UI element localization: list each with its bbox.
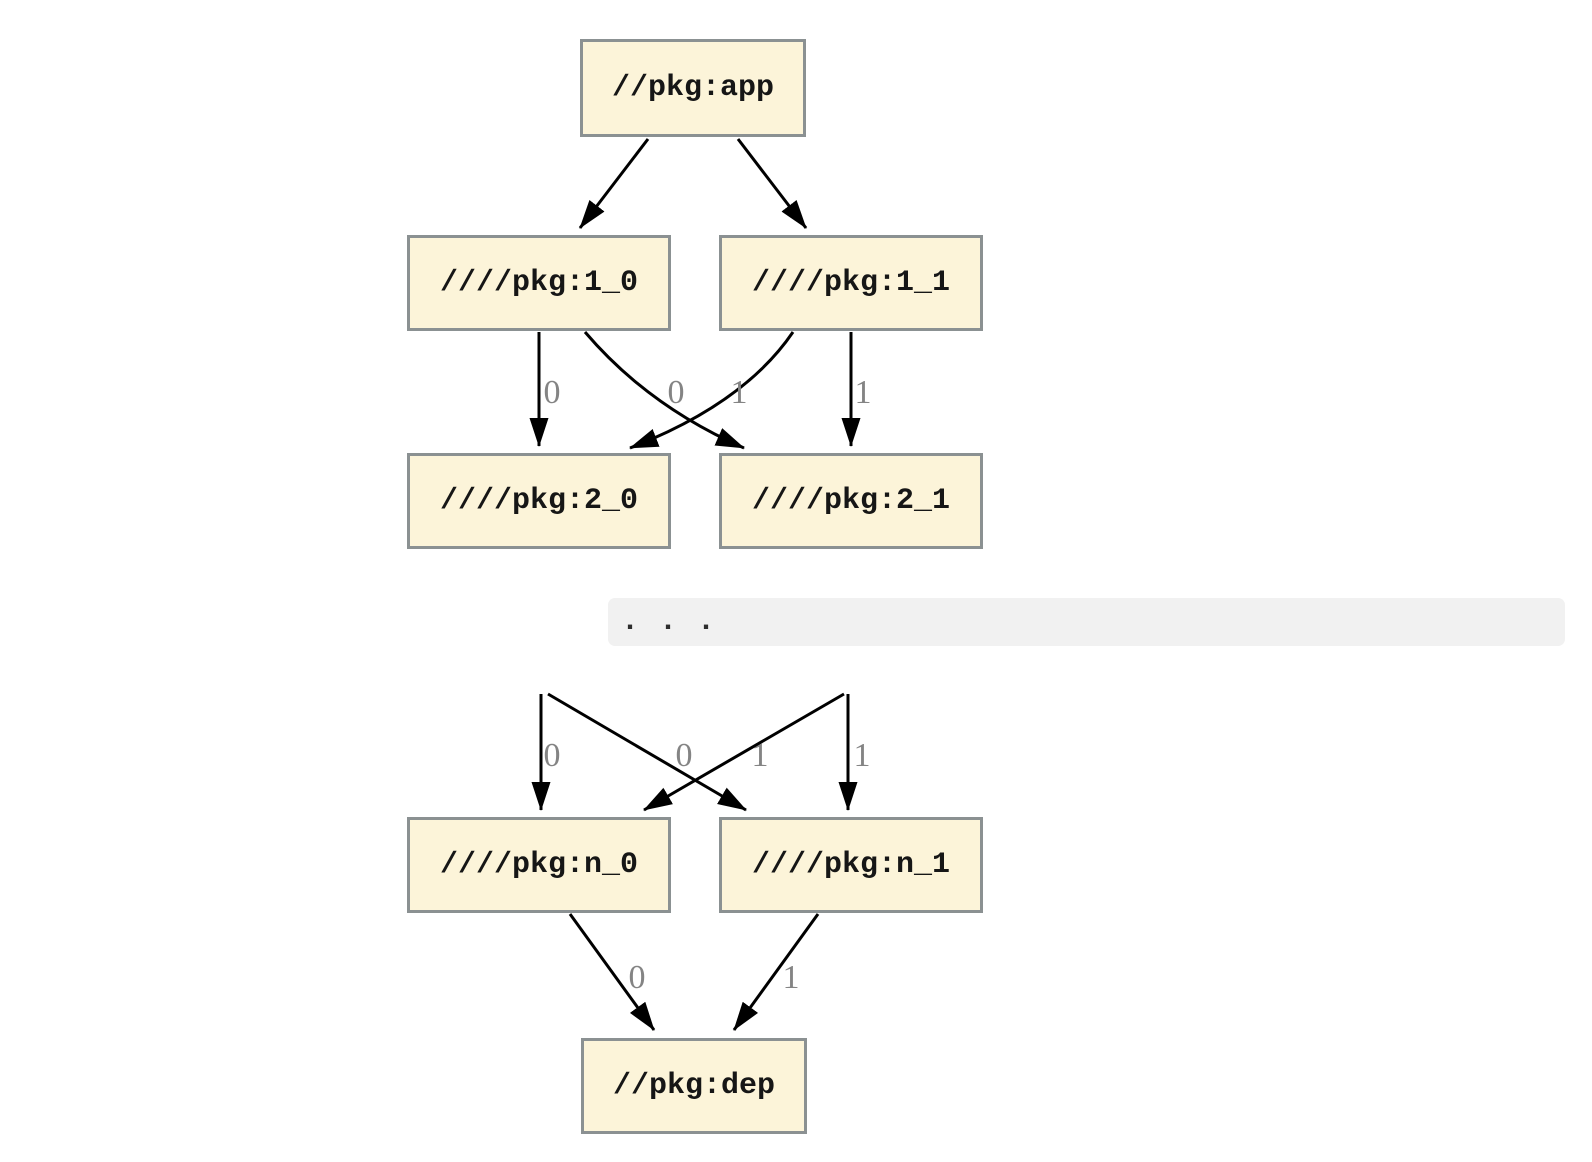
node-pkg-2_1: ////pkg:2_1 — [719, 453, 983, 549]
node-pkg-dep: //pkg:dep — [581, 1038, 807, 1134]
edge-label-1_0-to-2_1: 1 — [731, 374, 748, 411]
ellipsis-text: . . . — [621, 605, 717, 639]
ellipsis-band: . . . — [608, 598, 1565, 646]
node-pkg-2_1-label: ////pkg:2_1 — [751, 484, 951, 518]
edge-app-to-pkg1_0 — [578, 138, 650, 229]
node-pkg-n_1: ////pkg:n_1 — [719, 817, 983, 913]
node-pkg-1_1: ////pkg:1_1 — [719, 235, 983, 331]
edge-label-to-n_0: 0 — [544, 737, 561, 774]
node-pkg-app: //pkg:app — [580, 39, 806, 137]
edge-ellipsis-right-to-pkgn_0 — [643, 692, 845, 812]
node-pkg-1_1-label: ////pkg:1_1 — [751, 266, 951, 300]
edge-app-to-pkg1_1 — [736, 138, 808, 229]
edge-label-to-n_1: 1 — [854, 737, 871, 774]
node-pkg-2_0-label: ////pkg:2_0 — [439, 484, 639, 518]
edge-pkg1_0-to-pkg2_1 — [583, 331, 745, 450]
node-pkg-n_0-label: ////pkg:n_0 — [439, 848, 639, 882]
edge-label-cross-to-n_1: 1 — [752, 737, 769, 774]
node-pkg-2_0: ////pkg:2_0 — [407, 453, 671, 549]
edge-label-1_1-to-2_1: 1 — [855, 374, 872, 411]
edge-pkgn_0-to-dep — [568, 913, 656, 1031]
edge-label-cross-to-n_0: 0 — [676, 737, 693, 774]
edge-label-1_0-to-2_0: 0 — [544, 374, 561, 411]
node-pkg-n_0: ////pkg:n_0 — [407, 817, 671, 913]
edge-ellipsis-left-to-pkgn_1 — [547, 692, 747, 812]
edge-label-1_1-to-2_0: 0 — [668, 374, 685, 411]
node-pkg-dep-label: //pkg:dep — [612, 1069, 776, 1103]
node-pkg-n_1-label: ////pkg:n_1 — [751, 848, 951, 882]
edge-label-n_1-to-dep: 1 — [783, 959, 800, 996]
node-pkg-1_0-label: ////pkg:1_0 — [439, 266, 639, 300]
edge-pkgn_1-to-dep — [732, 913, 820, 1031]
edge-label-n_0-to-dep: 0 — [629, 959, 646, 996]
edge-pkg1_1-to-pkg2_0 — [629, 331, 795, 450]
node-pkg-app-label: //pkg:app — [611, 71, 775, 105]
node-pkg-1_0: ////pkg:1_0 — [407, 235, 671, 331]
